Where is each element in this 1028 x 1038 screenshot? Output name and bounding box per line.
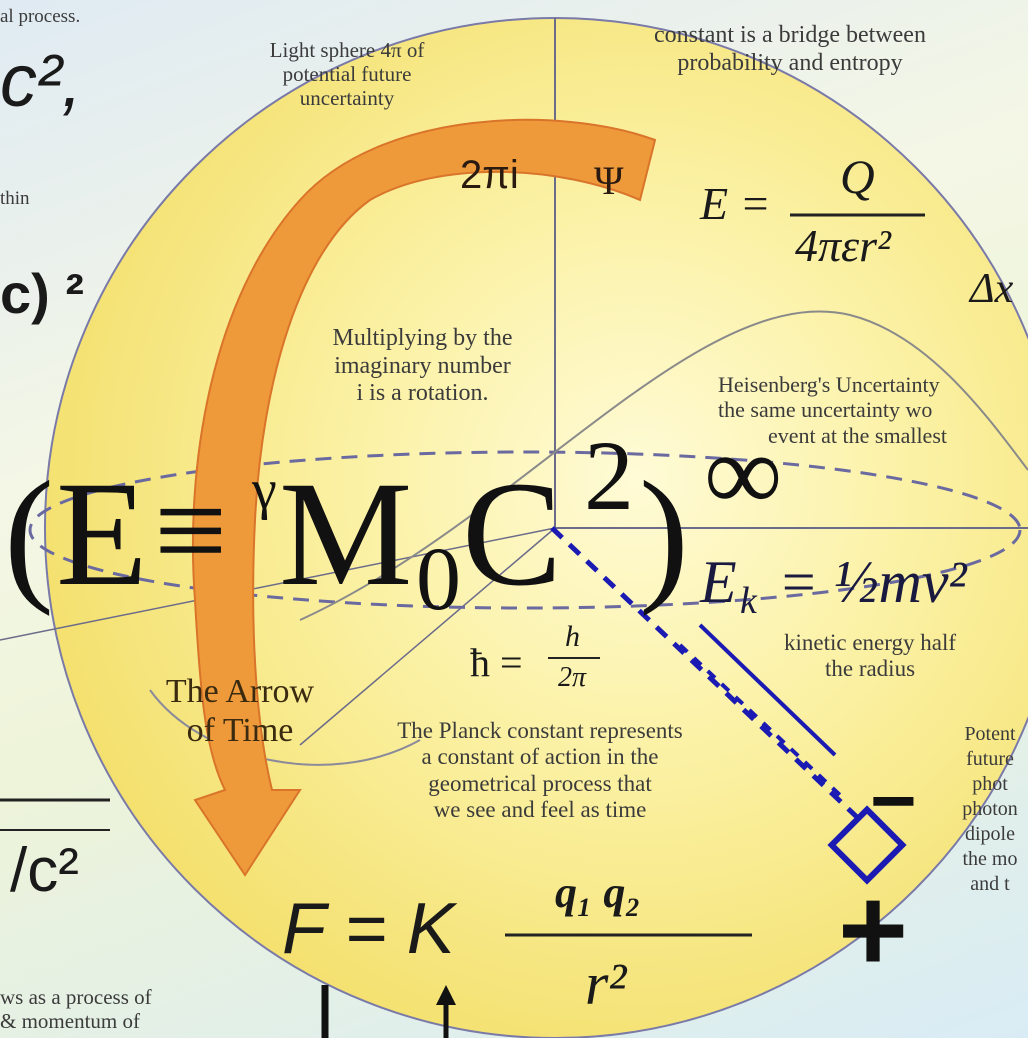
kinetic-rest: = ½mv² [778,549,967,615]
equation-equiv: ≡ [154,459,228,603]
top-left-fragment: al process. [0,6,81,27]
arrow-of-time-label: The Arrow of Time [165,673,315,750]
equation-gamma: γ [252,459,277,521]
force-arrow-head [436,985,456,1005]
hbar-lhs: ħ = [470,640,523,685]
coulomb-field-numerator: Q [840,151,875,204]
hbar-denominator: 2π [558,662,587,693]
planck-caption: The Planck constant represents a constan… [397,718,683,823]
bottom-left-caption: ws as a process of & momentum of [0,985,152,1034]
equation-M: M [279,451,413,617]
plus-sign: + [838,863,909,997]
potential-fragment-caption: Potent future phot photon dipole the mo … [962,723,1018,895]
equation-C: C [462,451,563,617]
light-sphere-caption: Light sphere 4π of potential future unce… [269,38,425,111]
diagonal-axis-lower [299,527,556,746]
minus-sign: − [870,756,917,845]
diagonal-axis [0,527,556,641]
kinetic-caption: kinetic energy half the radius [783,630,956,682]
open-paren: ( [4,451,54,617]
left-c2-fragment: c², [0,39,83,122]
arrow-of-time-shape [191,118,657,877]
left-thin-fragment: thin [0,188,30,209]
close-paren: ) [639,451,689,617]
left-mc2-fragment: /c² [10,836,79,905]
coulomb-field-denominator: 4πεr² [795,220,891,271]
equation-E: E [56,451,148,617]
uncertainty-wave [299,310,1028,621]
left-c2-paren-fragment: c) ² [0,262,84,325]
coulomb-force-numerator: q₁ q₂ [555,868,641,917]
hbar-numerator: h [565,620,580,653]
photon-square [827,805,907,885]
inner-arc [149,689,421,766]
heisenberg-caption: Heisenberg's Uncertainty the same uncert… [718,372,947,448]
equation-sup-two: 2 [584,420,634,531]
two-pi-i-label: 2πi [460,153,519,197]
delta-x-fragment: Δx [970,266,1014,312]
coulomb-force-denominator: r² [585,951,627,1017]
coulomb-field-lhs: E = [700,178,771,229]
equation-sub-zero: 0 [416,530,461,629]
blue-solid-line [698,623,837,757]
dashed-equator [28,450,1022,610]
equation-infinity: ∞ [704,412,783,534]
kinetic-E: E [700,549,737,615]
coulomb-force-lhs: F = K [282,889,455,969]
constant-bridge-caption: constant is a bridge between probability… [654,22,926,76]
multiplying-caption: Multiplying by the imaginary number i is… [332,325,513,407]
kinetic-sub-k: k [740,580,757,622]
psi-label: Ψ [594,158,624,203]
